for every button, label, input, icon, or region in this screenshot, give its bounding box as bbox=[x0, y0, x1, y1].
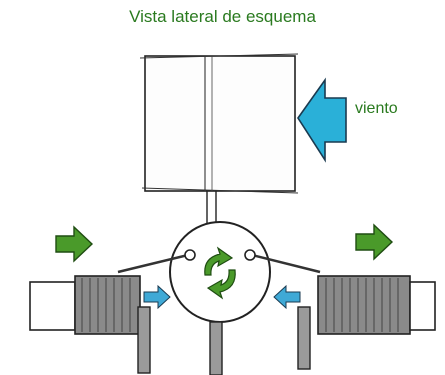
green-arrow-right-icon bbox=[355, 223, 394, 261]
rotation-arrows-icon bbox=[204, 246, 236, 300]
left-filter-unit bbox=[29, 275, 141, 335]
green-arrow-left-icon bbox=[55, 225, 94, 263]
blue-inlet-arrow-left-icon bbox=[143, 284, 171, 310]
central-shaft bbox=[206, 191, 217, 225]
rotor bbox=[117, 221, 321, 323]
wind-arrow-icon bbox=[297, 77, 347, 163]
wind-label: viento bbox=[355, 100, 398, 117]
support-legs bbox=[137, 306, 311, 375]
upper-panel bbox=[139, 53, 299, 194]
right-filter-unit bbox=[317, 275, 436, 335]
diagram-title: Vista lateral de esquema bbox=[129, 7, 316, 26]
blue-inlet-arrow-right-icon bbox=[273, 284, 301, 310]
